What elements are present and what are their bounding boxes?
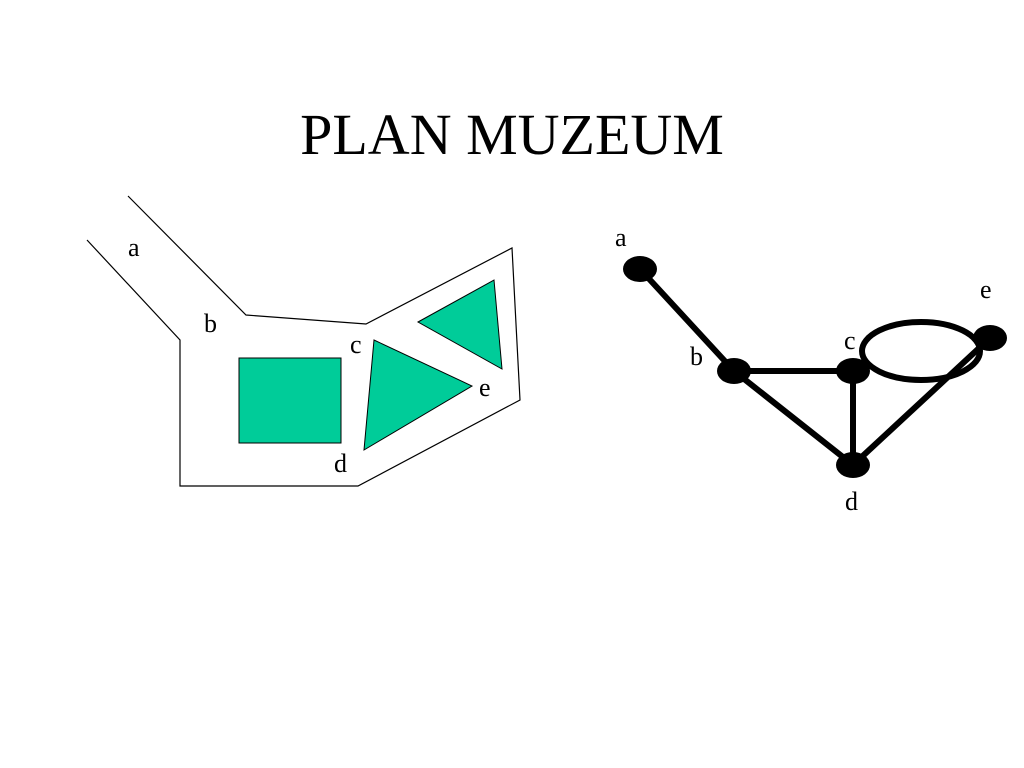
edge-c-e-double-loop bbox=[859, 319, 983, 383]
plan-label-d: d bbox=[334, 449, 347, 478]
graph: a b c d e bbox=[615, 223, 1007, 516]
edge-e-d bbox=[850, 335, 993, 468]
node-label-a: a bbox=[615, 223, 627, 252]
slide-title: PLAN MUZEUM bbox=[300, 102, 724, 167]
exhibit-triangle-small bbox=[416, 279, 503, 370]
edge-b-d bbox=[731, 368, 856, 468]
node-label-d: d bbox=[845, 487, 858, 516]
node-label-e: e bbox=[980, 275, 992, 304]
plan-label-a: a bbox=[128, 233, 140, 262]
graph-edges bbox=[637, 266, 993, 468]
edge-a-b bbox=[637, 266, 737, 374]
node-e bbox=[973, 325, 1007, 351]
floor-plan-wall-outer bbox=[86, 195, 521, 487]
node-label-c: c bbox=[844, 326, 856, 355]
plan-label-b: b bbox=[204, 309, 217, 338]
plan-label-e: e bbox=[479, 373, 491, 402]
plan-label-c: c bbox=[350, 330, 362, 359]
floor-plan: a b c d e bbox=[86, 195, 521, 487]
node-d bbox=[836, 452, 870, 478]
node-b bbox=[717, 358, 751, 384]
node-a bbox=[623, 256, 657, 282]
node-label-b: b bbox=[690, 342, 703, 371]
graph-nodes bbox=[623, 256, 1007, 478]
node-c bbox=[836, 358, 870, 384]
exhibit-rectangle bbox=[238, 357, 342, 444]
exhibit-triangle-large bbox=[363, 339, 474, 451]
